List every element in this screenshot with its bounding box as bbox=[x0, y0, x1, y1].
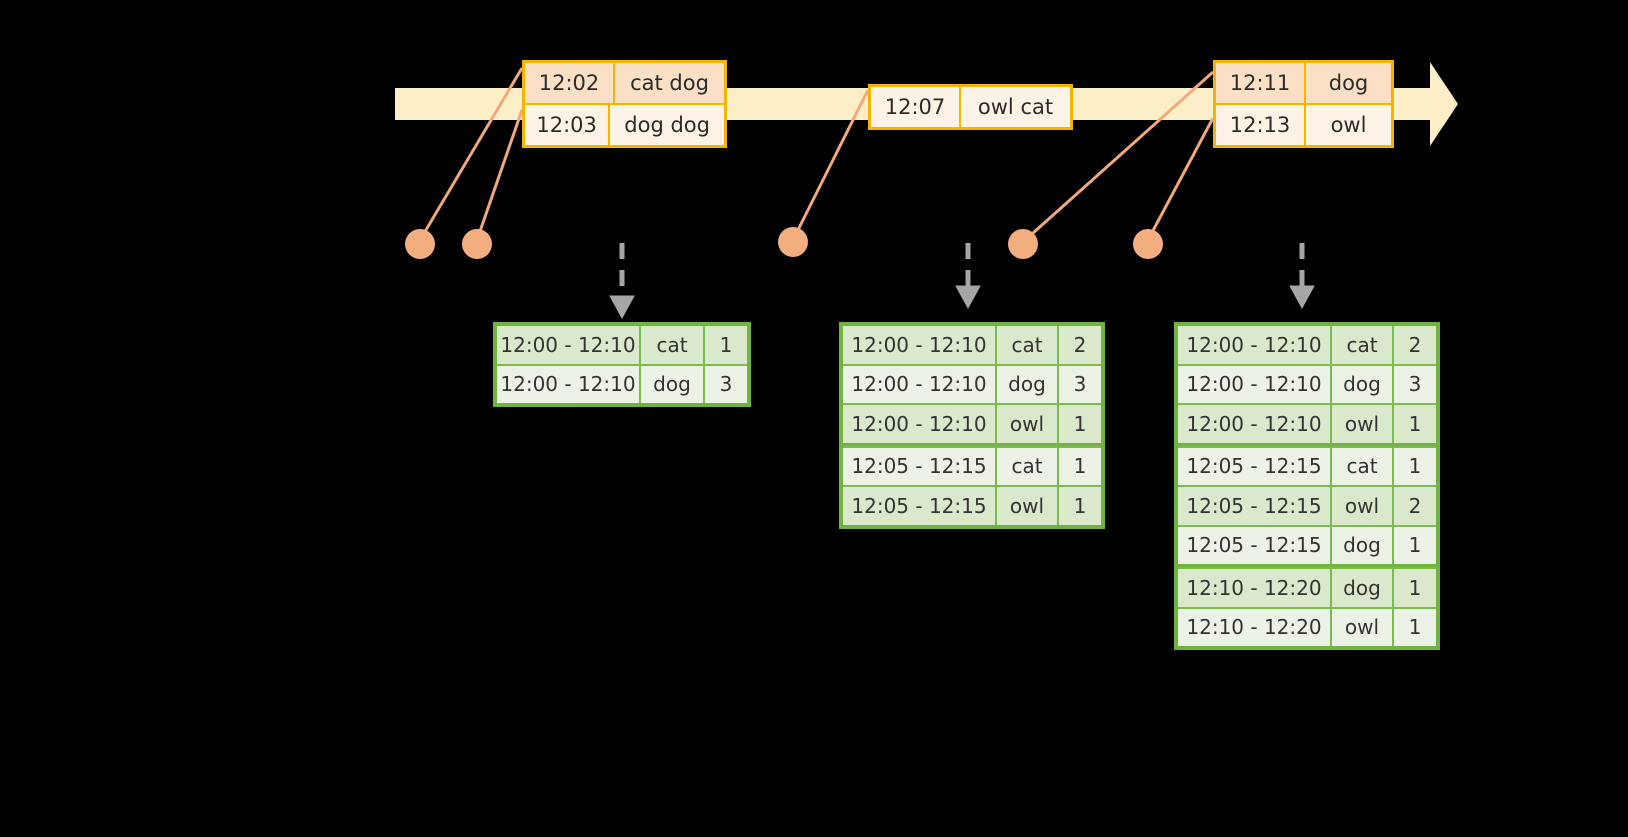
event-text: dog bbox=[1328, 71, 1369, 95]
cell-count: 1 bbox=[1408, 575, 1422, 600]
table-row[interactable]: 12:10 - 12:20 dog 1 bbox=[1178, 567, 1436, 607]
flow-arrow-2 bbox=[955, 243, 981, 310]
connector-dot bbox=[1133, 229, 1163, 259]
result-table-2[interactable]: 12:00 - 12:10 cat 2 12:00 - 12:10 dog 3 … bbox=[839, 322, 1105, 529]
timeline-event-row[interactable]: 12:07 owl cat bbox=[871, 87, 1070, 127]
cell-count: 3 bbox=[1408, 372, 1422, 397]
cell-count: 1 bbox=[719, 332, 733, 357]
timeline-event-row[interactable]: 12:03 dog dog bbox=[525, 103, 724, 145]
flow-arrows bbox=[609, 243, 1315, 320]
cell-count: 1 bbox=[1408, 615, 1422, 640]
cell-window: 12:00 - 12:10 bbox=[1178, 326, 1332, 364]
cell-count: 2 bbox=[1408, 493, 1422, 518]
cell-key: cat bbox=[1332, 326, 1394, 364]
cell-count: 2 bbox=[1408, 332, 1422, 357]
cell-window: 12:10 - 12:20 bbox=[1178, 608, 1332, 646]
event-time: 12:13 bbox=[1216, 105, 1306, 145]
cell-key: owl bbox=[1332, 487, 1394, 525]
cell-count: 1 bbox=[1408, 411, 1422, 436]
cell-key: cat bbox=[997, 447, 1059, 485]
timeline-event-row[interactable]: 12:11 dog bbox=[1216, 63, 1391, 103]
flow-arrow-1 bbox=[609, 243, 635, 320]
cell-key: cat bbox=[641, 326, 705, 364]
cell-key: owl bbox=[997, 487, 1059, 525]
event-text: owl cat bbox=[977, 95, 1054, 119]
cell-key: cat bbox=[1332, 447, 1394, 485]
event-text: dog dog bbox=[624, 113, 710, 137]
cell-count: 1 bbox=[1408, 533, 1422, 558]
cell-window: 12:05 - 12:15 bbox=[843, 487, 997, 525]
result-table-3[interactable]: 12:00 - 12:10 cat 2 12:00 - 12:10 dog 3 … bbox=[1174, 322, 1440, 650]
event-time: 12:03 bbox=[525, 105, 611, 145]
timeline-event-group-3[interactable]: 12:11 dog 12:13 owl bbox=[1213, 60, 1394, 148]
table-row[interactable]: 12:00 - 12:10 cat 2 bbox=[1178, 326, 1436, 364]
cell-window: 12:05 - 12:15 bbox=[843, 447, 997, 485]
cell-window: 12:00 - 12:10 bbox=[843, 405, 997, 443]
table-row[interactable]: 12:05 - 12:15 cat 1 bbox=[843, 445, 1101, 485]
cell-key: dog bbox=[1332, 569, 1394, 607]
cell-window: 12:05 - 12:15 bbox=[1178, 487, 1332, 525]
event-time: 12:11 bbox=[1216, 63, 1306, 103]
event-time: 12:07 bbox=[871, 87, 961, 127]
cell-count: 1 bbox=[1073, 493, 1087, 518]
table-row[interactable]: 12:00 - 12:10 cat 2 bbox=[843, 326, 1101, 364]
event-time: 12:02 bbox=[525, 63, 615, 103]
timeline-event-row[interactable]: 12:02 cat dog bbox=[525, 63, 724, 103]
event-text: owl bbox=[1330, 113, 1367, 137]
event-text: cat dog bbox=[630, 71, 709, 95]
table-row[interactable]: 12:00 - 12:10 dog 3 bbox=[1178, 363, 1436, 403]
timeline-event-group-2[interactable]: 12:07 owl cat bbox=[868, 84, 1073, 130]
cell-key: owl bbox=[1332, 608, 1394, 646]
cell-count: 1 bbox=[1408, 454, 1422, 479]
cell-window: 12:05 - 12:15 bbox=[1178, 447, 1332, 485]
cell-key: owl bbox=[997, 405, 1059, 443]
table-row[interactable]: 12:05 - 12:15 cat 1 bbox=[1178, 445, 1436, 485]
cell-window: 12:00 - 12:10 bbox=[497, 326, 641, 364]
table-row[interactable]: 12:00 - 12:10 owl 1 bbox=[1178, 403, 1436, 446]
flow-arrow-3 bbox=[1289, 243, 1315, 310]
cell-key: owl bbox=[1332, 405, 1394, 443]
timeline-event-group-1[interactable]: 12:02 cat dog 12:03 dog dog bbox=[522, 60, 727, 148]
table-row[interactable]: 12:00 - 12:10 owl 1 bbox=[843, 403, 1101, 446]
connector-dots bbox=[405, 227, 1163, 259]
cell-window: 12:05 - 12:15 bbox=[1178, 526, 1332, 564]
connector-dot bbox=[405, 229, 435, 259]
cell-count: 1 bbox=[1073, 411, 1087, 436]
cell-window: 12:00 - 12:10 bbox=[843, 365, 997, 403]
cell-count: 3 bbox=[1073, 372, 1087, 397]
table-row[interactable]: 12:00 - 12:10 cat 1 bbox=[497, 326, 747, 364]
table-row[interactable]: 12:05 - 12:15 dog 1 bbox=[1178, 524, 1436, 567]
cell-window: 12:00 - 12:10 bbox=[497, 365, 641, 403]
cell-count: 2 bbox=[1073, 332, 1087, 357]
result-table-1[interactable]: 12:00 - 12:10 cat 1 12:00 - 12:10 dog 3 bbox=[493, 322, 751, 407]
cell-key: dog bbox=[1332, 526, 1394, 564]
timeline-event-row[interactable]: 12:13 owl bbox=[1216, 103, 1391, 145]
cell-window: 12:00 - 12:10 bbox=[843, 326, 997, 364]
connector-dot bbox=[1008, 229, 1038, 259]
cell-key: dog bbox=[997, 365, 1059, 403]
table-row[interactable]: 12:05 - 12:15 owl 1 bbox=[843, 485, 1101, 525]
cell-window: 12:00 - 12:10 bbox=[1178, 405, 1332, 443]
cell-window: 12:00 - 12:10 bbox=[1178, 365, 1332, 403]
cell-key: dog bbox=[1332, 365, 1394, 403]
cell-window: 12:10 - 12:20 bbox=[1178, 569, 1332, 607]
cell-count: 1 bbox=[1073, 454, 1087, 479]
cell-key: dog bbox=[641, 365, 705, 403]
table-row[interactable]: 12:10 - 12:20 owl 1 bbox=[1178, 606, 1436, 646]
connector-dot bbox=[778, 227, 808, 257]
table-row[interactable]: 12:05 - 12:15 owl 2 bbox=[1178, 485, 1436, 525]
table-row[interactable]: 12:00 - 12:10 dog 3 bbox=[497, 363, 747, 403]
cell-key: cat bbox=[997, 326, 1059, 364]
cell-count: 3 bbox=[719, 372, 733, 397]
table-row[interactable]: 12:00 - 12:10 dog 3 bbox=[843, 363, 1101, 403]
connector-dot bbox=[462, 229, 492, 259]
